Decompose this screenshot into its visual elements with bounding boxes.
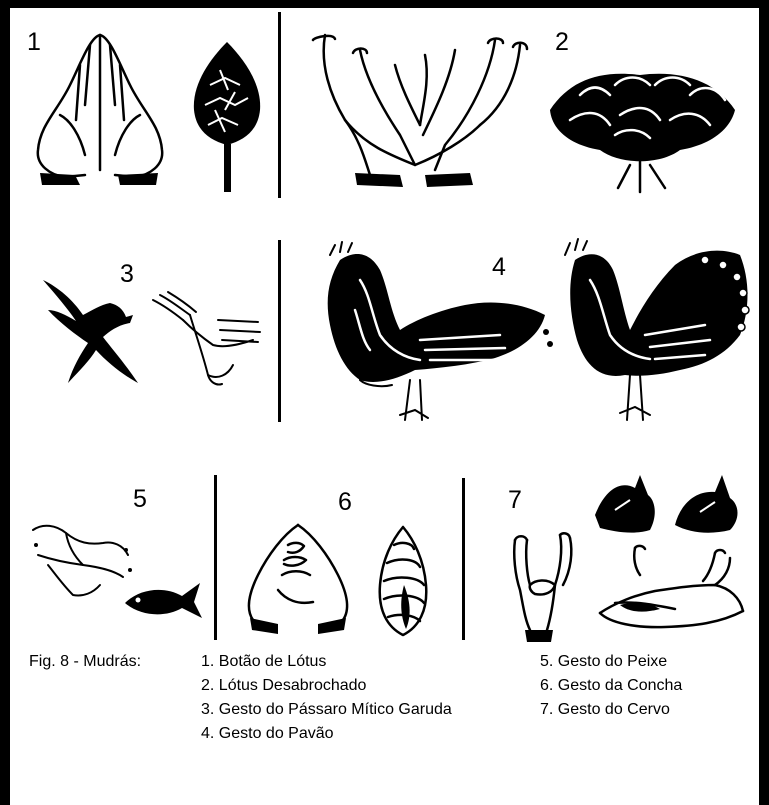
figure-number-6: 6 [338,490,352,515]
legend-item-6: 6. Gesto da Concha [540,674,682,698]
peacock-fan-icon [545,235,755,435]
legend-item-1: 1. Botão de Lótus [201,650,452,674]
hands-open-lotus-icon [305,25,535,195]
hand-deer-icon [505,530,580,645]
divider-row1 [278,12,281,198]
divider-row2 [278,240,281,422]
legend-item-3: 3. Gesto do Pássaro Mítico Garuda [201,698,452,722]
open-lotus-flower-icon [540,70,740,195]
figure-number-5: 5 [133,487,147,512]
conch-shell-icon [372,525,434,637]
figure-number-2: 2 [555,30,569,55]
legend-item-2: 2. Lótus Desabrochado [201,674,452,698]
figure-caption-label: Fig. 8 - Mudrás: [29,650,141,674]
lotus-bud-icon [190,40,265,195]
legend-item-7: 7. Gesto do Cervo [540,698,682,722]
legend-item-5: 5. Gesto do Peixe [540,650,682,674]
hand-deer-flat-icon [595,543,755,633]
figure-number-7: 7 [508,488,522,513]
legend-item-4: 4. Gesto do Pavão [201,722,452,746]
fish-icon [120,578,205,623]
hands-conch-icon [238,520,358,640]
garuda-bird-icon [38,275,158,390]
hands-garuda-icon [148,290,268,390]
divider-row3-b [462,478,465,640]
deer-head-icon [590,470,750,540]
legend-column-left: 1. Botão de Lótus 2. Lótus Desabrochado … [201,650,452,746]
hands-fish-icon [28,515,133,605]
peacock-hand-icon [300,240,555,440]
divider-row3-a [214,475,217,640]
hands-lotus-bud-icon [30,25,170,195]
legend-column-right: 5. Gesto do Peixe 6. Gesto da Concha 7. … [540,650,682,722]
